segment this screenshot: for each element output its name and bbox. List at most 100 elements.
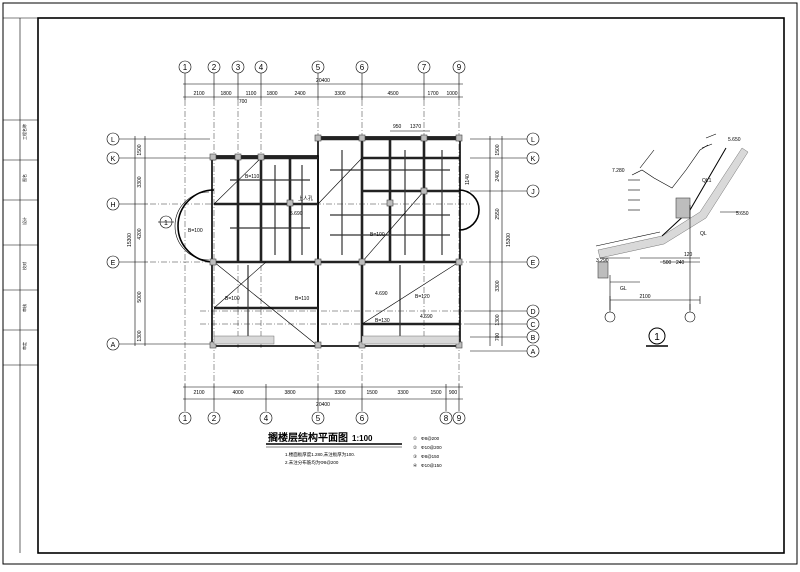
level-tag-2: 4.690 [375, 291, 388, 297]
right-bay-arc [458, 189, 480, 231]
bot-dim-2: 4000 [232, 390, 243, 396]
level-tag-3: 5.690 [290, 211, 303, 217]
left-dim-4: 5000 [137, 291, 143, 302]
axis-right-A: A [531, 349, 536, 356]
axis-top-7: 7 [422, 63, 427, 72]
title-block: 工程名称 图名 设计 校对 审核 审定 [3, 17, 38, 553]
slab-tag-5: B=100 [370, 232, 385, 238]
bot-dim-8: 900 [449, 390, 458, 396]
section-dim-500: 500 [663, 260, 672, 266]
top-dim-1: 2100 [193, 91, 204, 97]
bay-dim: 1140 [465, 174, 471, 185]
left-dim-1: 1500 [137, 144, 143, 155]
axis-left-H: H [110, 202, 115, 209]
drawing-title-block: 搁楼层结构平面图 1:100 1.楼面板厚度1.280,未注板厚为100. 2.… [266, 431, 442, 468]
legend-text-4: Φ10@150 [421, 463, 442, 468]
axis-top-9: 9 [457, 63, 462, 72]
bottom-dims: 2100 4000 3800 3300 1500 3300 1500 900 [193, 390, 457, 396]
balcony-band-right [361, 335, 460, 345]
legend-text-2: Φ10@200 [421, 445, 442, 450]
drawing-scale: 1:100 [352, 434, 373, 443]
slab-diagonals [213, 157, 460, 347]
top-dim-6: 3300 [334, 91, 345, 97]
plan-outline-right [317, 136, 461, 347]
bay-window-arc [177, 189, 215, 263]
axis-bot-4: 4 [264, 414, 269, 423]
axis-right-B: B [531, 335, 536, 342]
note-2: 2.未注分布筋均为Φ8@200 [285, 459, 339, 466]
axis-left-L: L [111, 137, 115, 144]
top-total-dim: 20400 [316, 78, 330, 84]
axis-bot-9: 9 [457, 414, 462, 423]
inner-border [37, 17, 785, 554]
top-dims: 2100 1800 1100 1800 2400 3300 4500 1700 … [193, 91, 457, 105]
rebar-legend: ① Φ8@200 ② Φ10@200 ③ Φ8@150 ④ Φ10@150 [413, 436, 442, 468]
axis-right-J: J [531, 189, 535, 196]
axis-top-2: 2 [212, 63, 217, 72]
note-1: 1.楼面板厚度1.280,未注板厚为100. [285, 451, 355, 458]
top-sub-dim: 700 [239, 99, 248, 105]
axis-left-E: E [111, 260, 116, 267]
outer-border [2, 2, 798, 565]
right-axis: 1500 2400 2550 3300 1300 700 15300 L K J… [470, 132, 540, 358]
bot-dim-5: 1500 [366, 390, 377, 396]
section-tag-ql: QL [700, 231, 707, 237]
axis-right-D: D [530, 309, 535, 316]
axis-top-1: 1 [183, 63, 188, 72]
top-dim-9: 1000 [446, 91, 457, 97]
axis-right-E: E [531, 260, 536, 267]
tb-cell-5: 审核 [21, 304, 27, 312]
left-dim-3: 4200 [137, 228, 143, 239]
slab-b-left: B=100 [188, 228, 203, 234]
section-dim-240: 240 [676, 260, 685, 266]
section-tag-gl: GL [620, 286, 627, 292]
top-dim-4: 1800 [266, 91, 277, 97]
legend-mark-3: ③ [413, 454, 418, 459]
right-total-dim: 15300 [506, 233, 512, 247]
tb-cell-3: 设计 [21, 217, 27, 225]
section-elev-1: 3.290 [596, 258, 609, 264]
bot-dim-4: 3300 [334, 390, 345, 396]
axis-left-A: A [111, 342, 116, 349]
legend-mark-2: ② [413, 445, 418, 450]
right-dim-4: 3300 [495, 280, 501, 291]
axis-bot-8: 8 [444, 414, 449, 423]
bottom-total-dim: 20400 [316, 402, 330, 408]
axis-top-4: 4 [259, 63, 264, 72]
right-dim-5: 1300 [495, 314, 501, 325]
section-detail: 2100 240 500 120 3.290 5.650 5.650 GL QL… [595, 133, 749, 347]
axis-left-K: K [111, 156, 116, 163]
legend-text-1: Φ8@200 [421, 436, 440, 441]
legend-mark-1: ① [413, 436, 418, 441]
section-mark-circle [648, 327, 666, 345]
section-tag-ql1: QL1 [702, 178, 712, 184]
slab-tag-6: B=110 [245, 174, 259, 180]
right-dim-1: 1500 [495, 144, 501, 155]
axis-right-C: C [530, 322, 535, 329]
section-mark-label: 1 [654, 332, 660, 343]
slab-tag-4: B=130 [375, 318, 390, 324]
callout-950: 950 [393, 124, 402, 130]
level-tag-1: 4.690 [420, 314, 433, 320]
bottom-axis: 2100 4000 3800 3300 1500 3300 1500 900 2… [178, 384, 466, 425]
axis-bot-5: 5 [316, 414, 321, 423]
top-axis: 1 2 3 4 5 6 7 9 20400 2100 1800 1100 180… [178, 60, 466, 105]
balcony-band-left [213, 335, 275, 345]
top-dim-5: 2400 [294, 91, 305, 97]
section-elev-top: 5.650 [728, 137, 741, 143]
legend-text-3: Φ8@150 [421, 454, 440, 459]
axis-bot-2: 2 [212, 414, 217, 423]
left-dim-5: 1300 [137, 330, 143, 341]
tb-cell-6: 审定 [21, 342, 27, 350]
slab-tag-1: B=100 [225, 296, 240, 302]
right-dim-3: 2550 [495, 208, 501, 219]
floor-plan: B=100 B=110 B=120 B=130 B=100 B=110 4.69… [150, 100, 480, 384]
bot-dim-3: 3800 [284, 390, 295, 396]
top-axis-bubbles: 1 2 3 4 5 6 7 9 [178, 60, 466, 74]
callout-1370: 1370 [410, 124, 421, 130]
axis-top-5: 5 [316, 63, 321, 72]
axis-top-3: 3 [236, 63, 241, 72]
left-dim-2: 3300 [137, 176, 143, 187]
